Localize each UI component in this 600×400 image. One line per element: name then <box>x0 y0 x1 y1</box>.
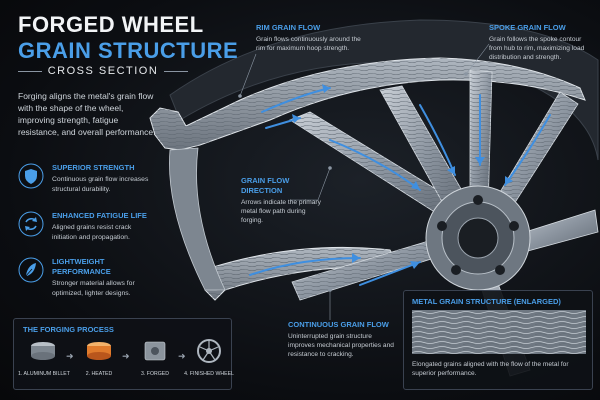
enlarged-grain-texture <box>412 310 586 354</box>
benefit-fatigue: ENHANCED FATIGUE LIFE Aligned grains res… <box>18 211 158 242</box>
metal-grain-panel: METAL GRAIN STRUCTURE (ENLARGED) Elongat… <box>403 290 593 390</box>
process-step-heated: 2. HEATED <box>74 339 124 377</box>
callout-rim-grain-flow: RIM GRAIN FLOW Grain flows continuously … <box>256 23 371 53</box>
page-title-line2: GRAIN STRUCTURE <box>18 38 239 63</box>
shield-icon <box>18 163 44 189</box>
subtitle-rule-right <box>164 70 189 72</box>
step-label: 2. HEATED <box>85 371 113 377</box>
callout-title: SPOKE GRAIN FLOW <box>489 23 566 32</box>
process-step-billet: 1. ALUMINUM BILLET <box>18 339 70 377</box>
forged-blank-icon <box>144 341 166 361</box>
benefit-lightweight: LIGHTWEIGHT PERFORMANCE Stronger materia… <box>18 257 158 298</box>
step-label: 1. ALUMINUM BILLET <box>18 371 70 377</box>
callout-title: CONTINUOUS GRAIN FLOW <box>288 320 389 329</box>
benefit-strength: SUPERIOR STRENGTH Continuous grain flow … <box>18 163 158 194</box>
subtitle-text: CROSS SECTION <box>47 65 159 77</box>
benefit-title: ENHANCED FATIGUE LIFE <box>52 211 147 220</box>
benefit-title: LIGHTWEIGHT PERFORMANCE <box>52 257 111 276</box>
billet-icon <box>31 342 55 360</box>
callout-continuous-grain-flow: CONTINUOUS GRAIN FLOW Uninterrupted grai… <box>288 320 400 359</box>
forging-process-title: THE FORGING PROCESS <box>23 325 114 334</box>
callout-title: GRAIN FLOW DIRECTION <box>241 176 290 195</box>
heated-billet-icon <box>87 342 111 360</box>
page-title-line1: FORGED WHEEL <box>18 12 204 37</box>
benefit-desc: Aligned grains resist crack initiation a… <box>52 224 132 241</box>
callout-desc: Grain flows continuously around the rim … <box>256 36 361 52</box>
step-label: 4. FINISHED WHEEL <box>184 371 234 377</box>
benefit-title: SUPERIOR STRENGTH <box>52 163 135 172</box>
intro-text: Forging aligns the metal's grain flow wi… <box>18 91 156 137</box>
feather-icon <box>18 257 44 283</box>
metal-grain-desc: Elongated grains aligned with the flow o… <box>412 361 569 377</box>
grain-flow-arrows <box>249 87 551 286</box>
process-step-forged: 3. FORGED <box>130 339 180 377</box>
benefit-desc: Stronger material allows for optimized, … <box>52 280 135 297</box>
outer-rim-arc <box>169 19 599 161</box>
callout-desc: Arrows indicate the primary metal flow p… <box>241 199 321 224</box>
callout-grain-flow-direction: GRAIN FLOW DIRECTION Arrows indicate the… <box>241 176 321 225</box>
step-label: 3. FORGED <box>141 371 169 377</box>
subtitle: CROSS SECTION <box>18 65 189 77</box>
finished-wheel-icon <box>197 339 221 363</box>
forging-process-panel: THE FORGING PROCESS 1. ALUMINUM BILLET ➜… <box>13 318 234 390</box>
hub <box>425 185 531 291</box>
callout-desc: Grain follows the spoke contour from hub… <box>489 36 585 61</box>
arrow-right-icon: ➜ <box>122 351 130 361</box>
process-step-finished: 4. FINISHED WHEEL <box>184 339 234 377</box>
subtitle-rule-left <box>18 70 42 72</box>
arrow-right-icon: ➜ <box>178 351 186 361</box>
cycle-arrows-icon <box>18 211 44 237</box>
arrow-right-icon: ➜ <box>66 351 74 361</box>
metal-grain-title: METAL GRAIN STRUCTURE (ENLARGED) <box>412 297 561 306</box>
callout-title: RIM GRAIN FLOW <box>256 23 321 32</box>
benefit-desc: Continuous grain flow increases structur… <box>52 176 149 193</box>
callout-spoke-grain-flow: SPOKE GRAIN FLOW Grain follows the spoke… <box>489 23 594 62</box>
callout-desc: Uninterrupted grain structure improves m… <box>288 333 394 358</box>
rim-barrel <box>169 147 226 291</box>
